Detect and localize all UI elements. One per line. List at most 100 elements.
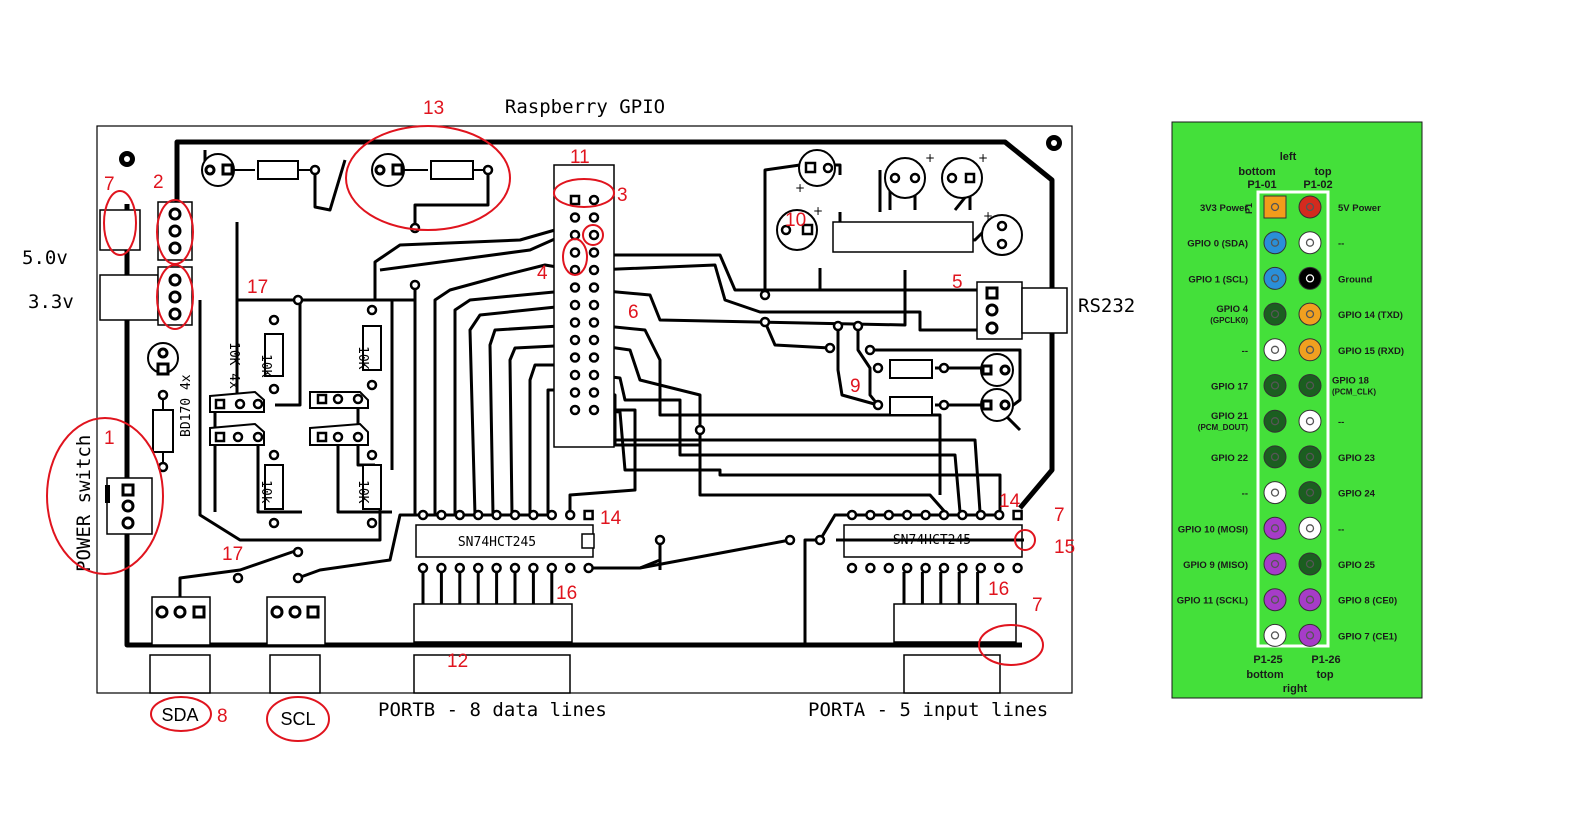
porta-label: PORTA - 5 input lines <box>808 699 1048 721</box>
pad <box>901 562 913 574</box>
pcb-title: Raspberry GPIO <box>505 96 665 118</box>
pin-left <box>1263 516 1287 540</box>
pin-label-right: GPIO 23 <box>1338 453 1375 464</box>
pin-label-left: -- <box>1242 489 1248 500</box>
pad <box>583 509 594 521</box>
pin-hole <box>1305 452 1315 462</box>
max232-chip <box>832 221 974 253</box>
pad <box>588 387 600 398</box>
pad <box>569 299 581 311</box>
pin-right <box>1298 374 1322 397</box>
chip-porta: SN74HCT245 <box>836 524 1024 558</box>
portb-label: PORTB - 8 data lines <box>378 699 607 721</box>
pad <box>583 562 594 574</box>
pin-label-left: GPIO 11 (SCKL) <box>1177 596 1248 607</box>
pad <box>569 404 581 416</box>
pad <box>528 562 539 574</box>
pad <box>564 509 576 521</box>
pin-hole <box>1270 631 1280 640</box>
sda-label: SDA <box>161 705 198 725</box>
pin-right <box>1298 338 1322 362</box>
callout-14: 14 <box>999 491 1021 512</box>
led-top-2 <box>371 153 494 187</box>
pad <box>491 509 502 521</box>
callout-6: 6 <box>628 302 639 323</box>
chip-portb: SN74HCT245 <box>415 524 595 558</box>
pin-right <box>1298 445 1322 469</box>
pad <box>938 509 950 521</box>
callout-2: 2 <box>153 172 164 193</box>
pin-hole <box>1270 559 1280 569</box>
pad <box>564 562 576 574</box>
pad <box>569 317 581 328</box>
pad <box>436 509 447 521</box>
pad <box>569 282 581 293</box>
svg-text:+: + <box>925 151 935 165</box>
pad <box>569 229 581 241</box>
pin-hole <box>1270 202 1280 212</box>
signal-traces <box>178 150 1022 645</box>
pin-left <box>1263 231 1287 255</box>
pad <box>1012 509 1023 521</box>
svg-text:+: + <box>983 209 993 223</box>
pin-right <box>1298 588 1322 612</box>
pad <box>975 562 987 574</box>
callout-7: 7 <box>1032 595 1043 616</box>
pin-label-left: 3V3 Power <box>1200 203 1248 214</box>
pad <box>569 264 581 276</box>
pad <box>569 387 581 398</box>
p1-label: P1 <box>1244 203 1254 214</box>
pin-left <box>1263 588 1287 612</box>
pin-left <box>1263 445 1287 469</box>
pin-right <box>1298 481 1322 505</box>
pad <box>1012 562 1023 574</box>
pin-label-right: GPIO 24 <box>1338 489 1376 500</box>
pad <box>957 562 968 574</box>
capacitors <box>776 149 1023 256</box>
pin-hole <box>1305 488 1315 497</box>
pad <box>569 194 581 206</box>
pin-hole <box>1305 595 1315 604</box>
power-switch <box>105 477 153 535</box>
svg-text:+: + <box>813 204 823 218</box>
portb-connector <box>413 603 573 694</box>
pad <box>588 229 600 241</box>
callout-10: 10 <box>785 210 806 231</box>
pin-label-left: GPIO 10 (MOSI) <box>1178 524 1248 535</box>
pad <box>417 509 429 521</box>
pad <box>491 562 502 574</box>
callout-11: 11 <box>570 147 590 168</box>
pin-hole <box>1270 595 1280 604</box>
pin-label-right: GPIO 18 <box>1332 376 1369 387</box>
svg-text:+: + <box>795 181 805 195</box>
pad <box>528 509 539 521</box>
pin-left <box>1263 266 1287 290</box>
led-power <box>147 342 179 473</box>
callout-16: 16 <box>988 579 1009 600</box>
pad <box>569 212 581 223</box>
p1-26-label: P1-26 <box>1311 654 1340 666</box>
pin-label-right: Ground <box>1338 274 1372 285</box>
pad <box>569 369 581 381</box>
pad <box>588 317 600 328</box>
pad <box>846 562 858 574</box>
pin-label-right: GPIO 8 (CE0) <box>1338 596 1397 607</box>
pin-right <box>1298 266 1322 290</box>
pin-hole <box>1305 559 1315 569</box>
pad <box>569 352 581 363</box>
callouts <box>46 125 1044 742</box>
callout-4: 4 <box>537 263 548 284</box>
pin-hole <box>1305 631 1315 640</box>
p1-01-label: P1-01 <box>1247 179 1276 191</box>
pad <box>883 562 895 574</box>
pin-hole <box>1305 238 1315 247</box>
pin-label-right: GPIO 7 (CE1) <box>1338 631 1397 642</box>
callout-7: 7 <box>104 174 115 195</box>
scl-connector <box>266 596 326 694</box>
sda-connector <box>149 596 211 694</box>
res-label: 10K <box>355 346 370 370</box>
pin-hole <box>1270 345 1280 354</box>
callout-15: 15 <box>1054 537 1075 558</box>
pin-right <box>1298 302 1322 326</box>
pin-label-left: GPIO 17 <box>1211 382 1248 393</box>
